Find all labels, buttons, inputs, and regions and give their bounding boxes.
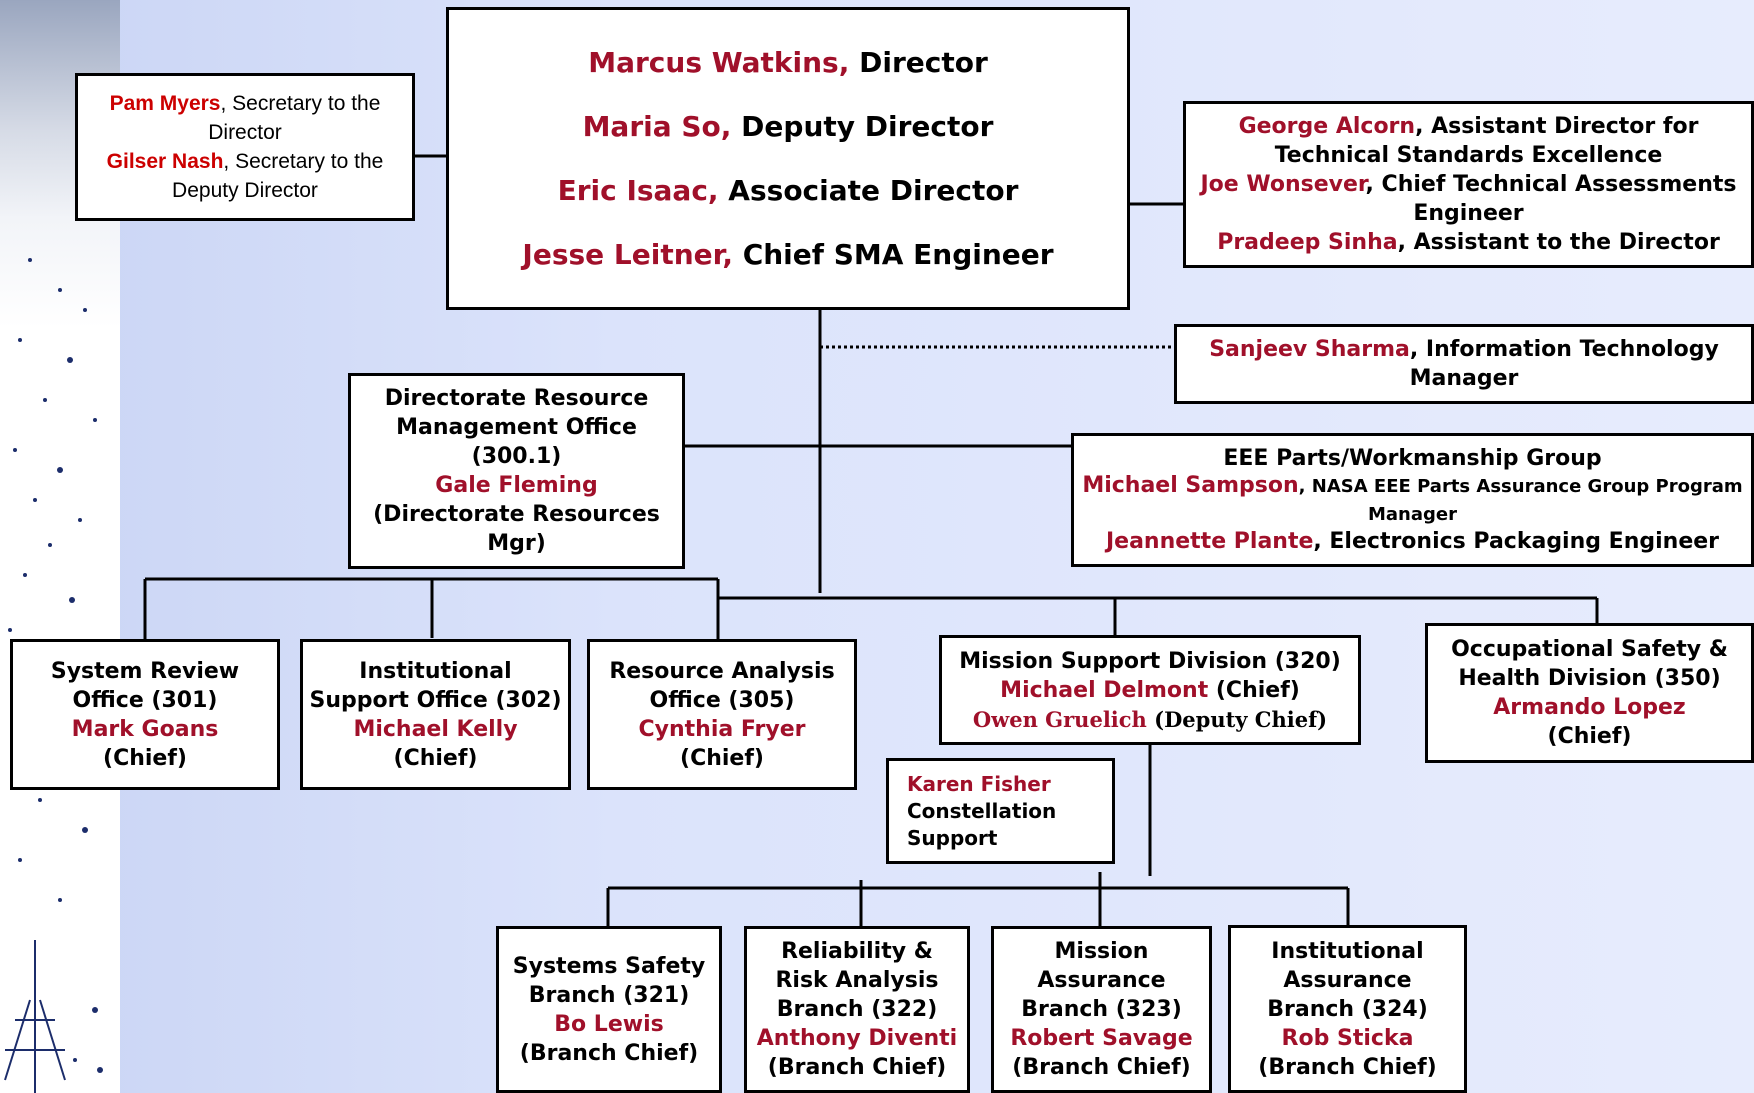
starfield-rocket-icon bbox=[4, 258, 103, 1093]
branch-box-322: Reliability & Risk Analysis Branch (322)… bbox=[744, 926, 970, 1093]
box-title: EEE Parts/Workmanship Group bbox=[1223, 446, 1602, 471]
role-text: (Directorate Resources Mgr) bbox=[373, 502, 660, 556]
branch-box-324: Institutional Assurance Branch (324) Rob… bbox=[1228, 925, 1467, 1093]
person-name: Karen Fisher bbox=[907, 771, 1051, 796]
role-text: (Branch Chief) bbox=[519, 1040, 699, 1066]
box-title: Systems Safety Branch (321) bbox=[512, 953, 706, 1008]
person-name: Mark Goans bbox=[71, 716, 219, 742]
box-title: Reliability & Risk Analysis Branch (322) bbox=[775, 939, 939, 1022]
box-title: Directorate Resource Management Office (… bbox=[384, 386, 649, 469]
role-text: (Chief) bbox=[103, 745, 187, 771]
person-name: Anthony Diventi bbox=[756, 1026, 958, 1051]
box-title: Occupational Safety & Health Division (3… bbox=[1451, 637, 1728, 691]
role-text: (Chief) bbox=[680, 745, 764, 771]
role-text: (Branch Chief) bbox=[1012, 1055, 1191, 1080]
box-title: Mission Assurance Branch (323) bbox=[1021, 939, 1182, 1022]
resource-management-box: Directorate Resource Management Office (… bbox=[348, 373, 685, 569]
branch-box-321: Systems Safety Branch (321) Bo Lewis (Br… bbox=[496, 926, 722, 1093]
box-title: Institutional Support Office (302) bbox=[309, 658, 562, 713]
person-name: Gale Fleming bbox=[435, 473, 598, 498]
role-text: (Chief) bbox=[393, 745, 478, 771]
person-name: Michael Kelly bbox=[353, 716, 518, 742]
box-title: System Review Office (301) bbox=[50, 658, 240, 713]
osh-division-box: Occupational Safety & Health Division (3… bbox=[1425, 623, 1754, 763]
person-name: Robert Savage bbox=[1010, 1026, 1193, 1051]
director-line: Marcus Watkins, Director bbox=[588, 45, 988, 79]
deputy-director-line: Maria So, Deputy Director bbox=[582, 109, 994, 143]
person-name: Bo Lewis bbox=[554, 1011, 664, 1037]
role-text: (Branch Chief) bbox=[767, 1055, 947, 1080]
box-title: Mission Support Division (320) bbox=[959, 648, 1341, 674]
person-name: Cynthia Fryer bbox=[638, 716, 806, 742]
eee-parts-box: EEE Parts/Workmanship Group Michael Samp… bbox=[1071, 433, 1754, 567]
office-box-301: System Review Office (301) Mark Goans (C… bbox=[10, 639, 280, 790]
chief-sma-engineer-line: Jesse Leitner, Chief SMA Engineer bbox=[522, 237, 1054, 271]
branch-box-323: Mission Assurance Branch (323) Robert Sa… bbox=[991, 926, 1212, 1093]
office-box-302: Institutional Support Office (302) Micha… bbox=[300, 639, 571, 790]
secretary-name: Gilser Nash bbox=[106, 150, 224, 173]
director-office-box: Marcus Watkins, Director Maria So, Deput… bbox=[446, 7, 1130, 310]
it-manager-box: Sanjeev Sharma, Information Technology M… bbox=[1174, 324, 1754, 404]
person-name: Armando Lopez bbox=[1493, 695, 1686, 720]
secretaries-box: Pam Myers, Secretary to the Director Gil… bbox=[75, 73, 415, 221]
role-text: (Chief) bbox=[1547, 724, 1632, 749]
secretary-name: Pam Myers bbox=[109, 92, 221, 115]
mission-support-division-box: Mission Support Division (320) Michael D… bbox=[939, 635, 1361, 745]
assistants-box: George Alcorn, Assistant Director for Te… bbox=[1183, 101, 1754, 268]
constellation-support-box: Karen Fisher Constellation Support bbox=[886, 758, 1115, 864]
role-text: Constellation Support bbox=[907, 798, 1057, 850]
office-box-305: Resource Analysis Office (305) Cynthia F… bbox=[587, 639, 857, 790]
box-title: Institutional Assurance Branch (324) bbox=[1267, 938, 1428, 1022]
role-text: (Branch Chief) bbox=[1258, 1054, 1437, 1080]
associate-director-line: Eric Isaac, Associate Director bbox=[557, 173, 1019, 207]
person-name: Rob Sticka bbox=[1281, 1025, 1414, 1051]
box-title: Resource Analysis Office (305) bbox=[609, 658, 835, 713]
